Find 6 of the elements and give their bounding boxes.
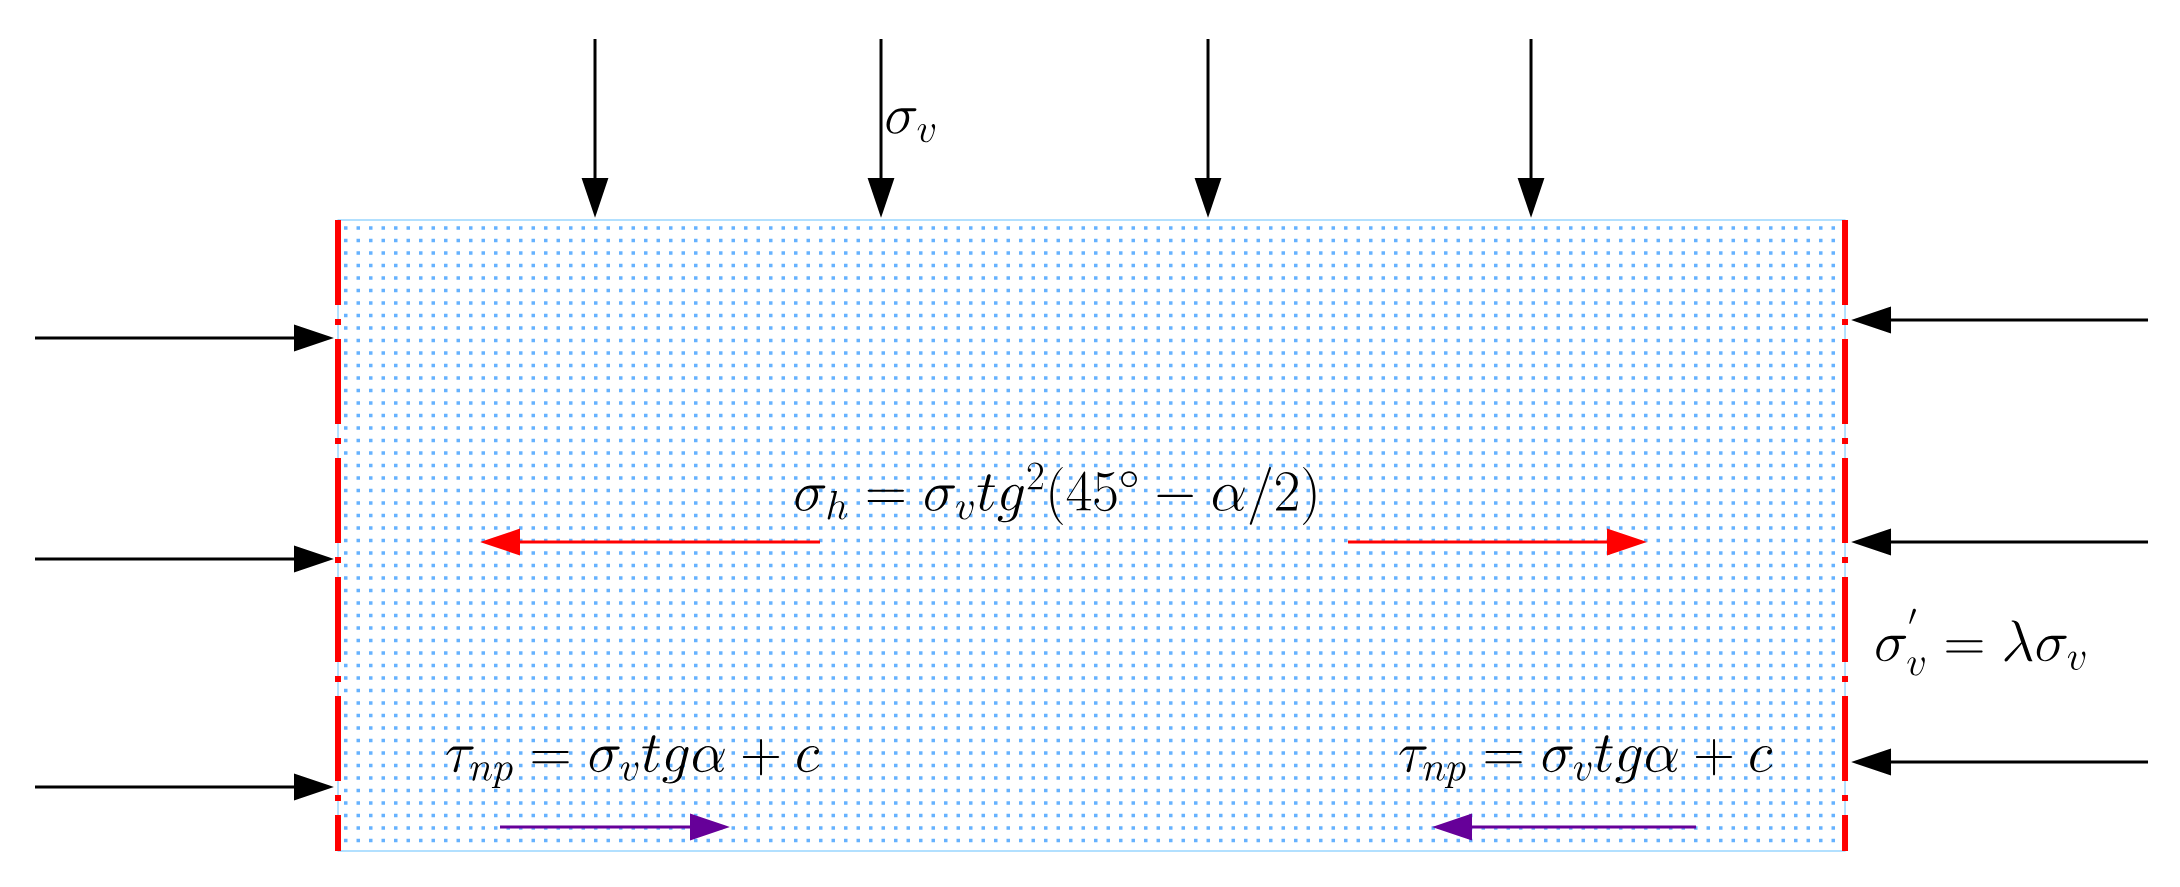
formula: $\sigma_v$	[886, 108, 936, 143]
formula: $\sigma_v^{'} = \lambda\sigma_v$	[1876, 608, 2086, 676]
formula: $\tau_{np} = \sigma_v tg\alpha + c$	[1399, 735, 1773, 789]
formula: $\tau_{np} = \sigma_v tg\alpha + c$	[446, 735, 820, 789]
soil-block	[337, 219, 1846, 852]
formula: $\sigma_h = \sigma_v tg^2(45^\circ - \alpha/2)$	[795, 462, 1316, 525]
